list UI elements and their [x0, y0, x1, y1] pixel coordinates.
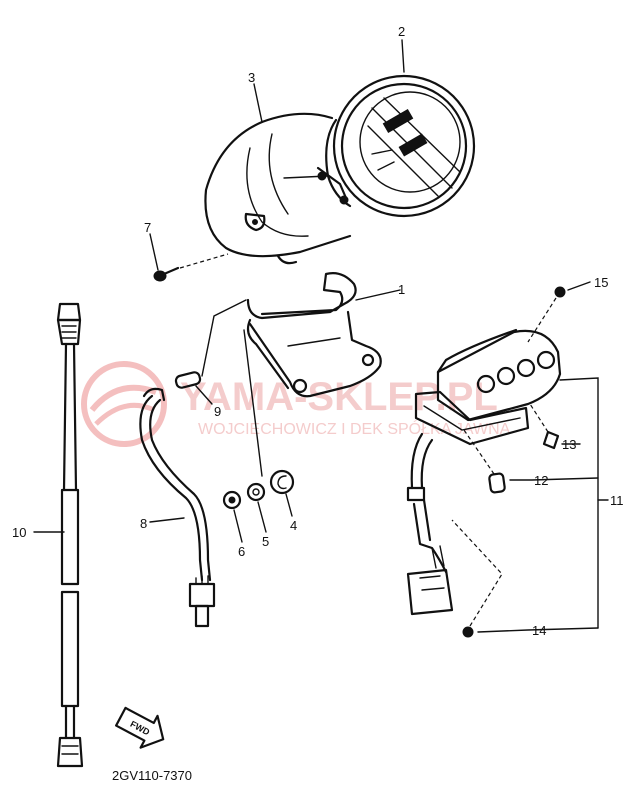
meter-bracket — [246, 272, 382, 398]
diagram-code: 2GV110-7370 — [112, 768, 192, 783]
watermark-tagline: WOJCIECHOWICZ I DEK SPÓŁKA JAWNA — [198, 419, 511, 438]
nut-6 — [222, 490, 242, 510]
meter-housing — [204, 112, 352, 265]
callout-10: 10 — [12, 525, 26, 540]
bulb-12 — [463, 429, 506, 494]
grommet-9-guide — [201, 299, 247, 377]
callout-14: 14 — [532, 623, 546, 638]
forward-arrow-icon: FWD — [115, 706, 165, 749]
bulb-socket-13 — [529, 403, 560, 450]
callouts: 2 3 1 7 9 8 6 5 4 10 15 13 12 11 14 — [12, 24, 624, 638]
watermark-brand: YAMA-SKLEP.PL — [180, 375, 498, 419]
screw-7-leader — [179, 253, 229, 269]
washer-5 — [246, 482, 266, 502]
callout-9: 9 — [214, 404, 221, 419]
callout-2: 2 — [398, 24, 405, 39]
callout-1: 1 — [398, 282, 405, 297]
callout-7: 7 — [144, 220, 151, 235]
washer-guide-line — [243, 329, 263, 477]
callout-12: 12 — [534, 473, 548, 488]
callout-4: 4 — [290, 518, 297, 533]
leader-lines — [33, 39, 609, 633]
grommet-9 — [174, 371, 202, 389]
callout-11: 11 — [610, 493, 624, 508]
screw-15 — [527, 286, 566, 343]
screw-14 — [451, 519, 503, 638]
speedometer-gauge — [316, 74, 476, 218]
callout-6: 6 — [238, 544, 245, 559]
callout-8: 8 — [140, 516, 147, 531]
callout-13: 13 — [562, 437, 576, 452]
washer-4 — [269, 469, 295, 495]
screw-7 — [153, 266, 180, 282]
indicator-assembly — [406, 328, 562, 616]
speedometer-cable-10 — [56, 302, 84, 768]
callout-5: 5 — [262, 534, 269, 549]
callout-3: 3 — [248, 70, 255, 85]
watermark-logo-icon — [81, 361, 167, 447]
wire-harness-8 — [139, 387, 216, 628]
callout-15: 15 — [594, 275, 608, 290]
